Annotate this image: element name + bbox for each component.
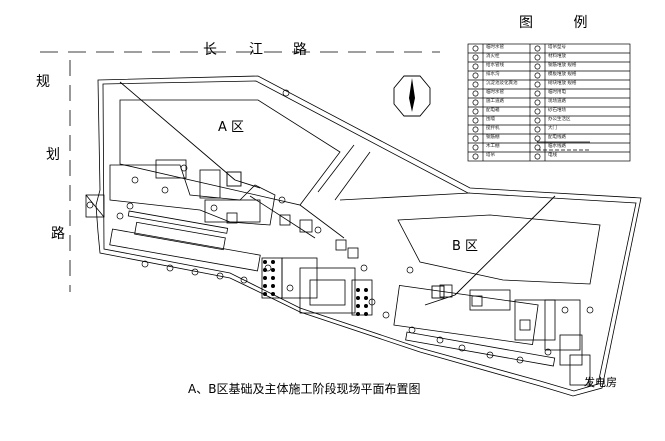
zone-b-block xyxy=(397,214,601,285)
legend-symbol-icon xyxy=(472,72,479,79)
legend-label-left: 配电箱 xyxy=(486,107,500,113)
legend-symbol-icon xyxy=(534,117,541,124)
legend-label-right: 临水线路 xyxy=(548,143,566,149)
legend-symbol-icon xyxy=(472,45,479,52)
legend-label-left: 钢筋棚 xyxy=(486,134,500,140)
legend-label-left: 消火栓 xyxy=(486,53,500,59)
legend-label-right: 材料堆放 xyxy=(548,53,566,59)
legend-symbol-icon xyxy=(534,144,541,151)
legend-label-right: 现场道路 xyxy=(548,98,566,104)
legend-title: 图 例 xyxy=(519,15,606,31)
left-road-char-2: 划 xyxy=(46,147,60,163)
legend-symbol-icon xyxy=(472,144,479,151)
legend-label-right: 砌块堆放 规格 xyxy=(548,80,577,86)
top-road-char-2: 江 xyxy=(249,42,263,58)
legend-label-left: 塔吊 xyxy=(486,152,495,158)
left-road-char-1: 规 xyxy=(36,74,50,90)
legend-label-left: 木工棚 xyxy=(486,143,500,149)
legend-label-right: 大门 xyxy=(548,125,557,131)
legend-label-right: 配电线路 xyxy=(548,134,566,140)
generator-room-label: 发电房 xyxy=(584,376,617,389)
legend-label-right: 办公生活区 xyxy=(548,116,571,122)
legend-symbol-icon xyxy=(472,99,479,106)
site-boundary xyxy=(95,75,642,397)
legend-symbol-icon xyxy=(472,153,479,160)
crane-b-boom xyxy=(454,195,556,296)
legend-symbol-icon xyxy=(534,135,541,142)
legend-symbol-icon xyxy=(472,81,479,88)
legend-symbol-icon xyxy=(472,108,479,115)
legend-label-left: 围墙 xyxy=(486,116,495,122)
north-arrow-icon xyxy=(393,75,431,117)
legend-label-left: 给水管线 xyxy=(486,62,504,68)
zone-a-block xyxy=(119,99,341,206)
legend-label-right: 模板堆放 规格 xyxy=(548,71,577,77)
legend-symbol-icon xyxy=(472,90,479,97)
top-road-char-3: 路 xyxy=(293,42,307,58)
legend-label-right: 临时用电 xyxy=(548,89,566,95)
legend-symbol-icon xyxy=(534,81,541,88)
legend-label-left: 搅拌机 xyxy=(486,125,500,131)
zone-b-label: B 区 xyxy=(452,239,479,254)
legend-label-right: 钢筋堆放 规格 xyxy=(548,62,577,68)
crane-a-boom xyxy=(119,81,236,181)
legend-label-right: 电线 xyxy=(548,152,557,158)
legend-label-left: 临时水管 xyxy=(486,44,504,50)
left-road-char-3: 路 xyxy=(51,226,65,242)
legend-symbol-icon xyxy=(472,126,479,133)
legend-symbol-icon xyxy=(534,99,541,106)
legend-label-left: 施工道路 xyxy=(486,98,504,104)
legend-symbol-icon xyxy=(534,54,541,61)
legend-symbol-icon xyxy=(472,117,479,124)
legend-label-left: 沉淀池及化粪池 xyxy=(486,80,518,86)
zone-a-label: A 区 xyxy=(218,120,245,135)
drawing-caption: A、B区基础及主体施工阶段现场平面布置图 xyxy=(188,382,421,396)
legend-symbol-icon xyxy=(534,153,541,160)
legend-symbol-icon xyxy=(534,90,541,97)
legend-symbol-icon xyxy=(534,63,541,70)
legend-symbol-icon xyxy=(534,108,541,115)
legend-label-left: 排水沟 xyxy=(486,71,500,77)
legend-symbol-icon xyxy=(472,54,479,61)
legend-table xyxy=(467,43,631,162)
legend-label-right: 塔吊型号 xyxy=(548,44,566,50)
legend-label-left: 临时水管 xyxy=(486,89,504,95)
legend-label-right: 砂石堆场 xyxy=(548,107,566,113)
legend-symbol-icon xyxy=(534,126,541,133)
legend-symbol-icon xyxy=(472,63,479,70)
legend-symbol-icon xyxy=(534,45,541,52)
top-road-char-1: 长 xyxy=(203,42,217,58)
legend-symbol-icon xyxy=(472,135,479,142)
center-building xyxy=(299,267,356,314)
legend-symbol-icon xyxy=(534,72,541,79)
